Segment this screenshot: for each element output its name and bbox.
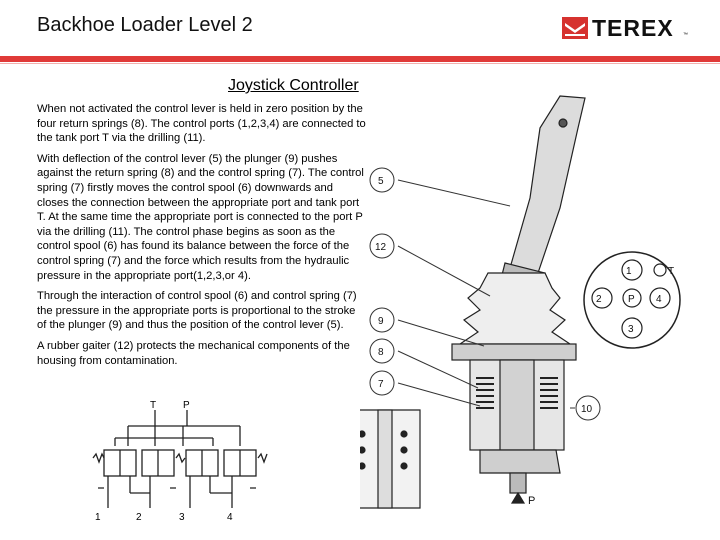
port-view-t: T bbox=[668, 266, 674, 277]
header-accent-rule-thin bbox=[0, 63, 720, 64]
paragraph-gaiter: A rubber gaiter (12) protects the mechan… bbox=[37, 339, 350, 367]
callout-8: 8 bbox=[378, 347, 384, 358]
port-view-2: 2 bbox=[596, 294, 602, 305]
port-view-3: 3 bbox=[628, 324, 634, 335]
callout-9: 9 bbox=[378, 316, 384, 327]
trademark-mark: ™ bbox=[683, 32, 688, 38]
joystick-cross-section: 5 12 9 8 7 10 11 6 P 1 2 P 4 3 T bbox=[360, 95, 681, 509]
port-view-1: 1 bbox=[626, 266, 632, 277]
schematic-port-1: 1 bbox=[95, 512, 101, 523]
callout-10: 10 bbox=[581, 404, 593, 415]
port-view-p: P bbox=[628, 294, 635, 305]
header-accent-rule bbox=[0, 56, 720, 62]
hydraulic-schematic: T P 1 2 3 4 bbox=[92, 400, 268, 523]
logo-text: TEREX bbox=[592, 15, 674, 41]
callout-12: 12 bbox=[375, 242, 387, 253]
terex-emblem-icon bbox=[562, 17, 588, 39]
header-bar: Backhoe Loader Level 2 TEREX ™ bbox=[0, 0, 720, 56]
schematic-port-t: T bbox=[150, 400, 156, 411]
pressure-port-label: P bbox=[528, 495, 535, 507]
schematic-port-3: 3 bbox=[179, 512, 185, 523]
page-title: Backhoe Loader Level 2 bbox=[37, 14, 253, 36]
paragraph-proportional: Through the interaction of control spool… bbox=[37, 290, 357, 332]
callout-5: 5 bbox=[378, 176, 384, 187]
port-view-4: 4 bbox=[656, 294, 662, 305]
callout-7: 7 bbox=[378, 379, 384, 390]
schematic-port-2: 2 bbox=[136, 512, 142, 523]
schematic-port-4: 4 bbox=[227, 512, 233, 523]
terex-logo: TEREX ™ bbox=[562, 15, 692, 42]
paragraph-deflection: With deflection of the control lever (5)… bbox=[37, 152, 364, 282]
description-text: When not activated the control lever is … bbox=[37, 102, 367, 374]
paragraph-zero-position: When not activated the control lever is … bbox=[37, 103, 366, 145]
schematic-port-p: P bbox=[183, 400, 190, 411]
section-title: Joystick Controller bbox=[228, 77, 359, 94]
